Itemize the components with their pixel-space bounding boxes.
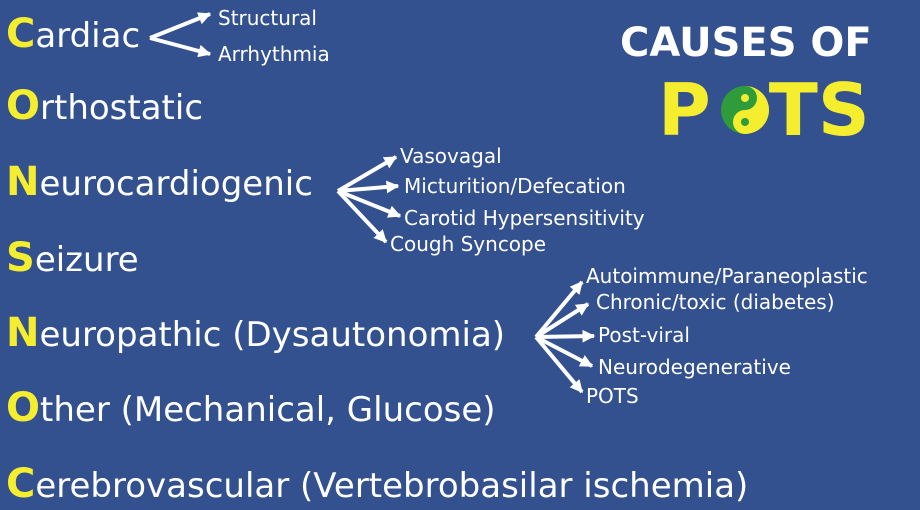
cause-text: rthostatic	[40, 88, 204, 128]
sub-post-viral: Post-viral	[598, 323, 690, 347]
arrow-vasovagal	[336, 155, 398, 193]
cause-initial: O	[6, 385, 41, 431]
cause-text: europathic (Dysautonomia)	[39, 315, 506, 355]
cause-initial: O	[6, 83, 41, 129]
cause-cerebrovascular: Cerebrovascular (Vertebrobasilar ischemi…	[6, 464, 748, 506]
cause-text: eurocardiogenic	[39, 164, 313, 204]
arrow-postviral	[535, 329, 596, 343]
cause-text: ardiac	[35, 16, 141, 56]
arrow-structural	[149, 12, 212, 40]
sub-autoimmune: Autoimmune/Paraneoplastic	[586, 264, 868, 288]
cause-initial: C	[6, 461, 36, 507]
sub-chronic-toxic: Chronic/toxic (diabetes)	[596, 290, 835, 314]
yin-yang-icon	[721, 86, 769, 134]
sub-neurodegenerative: Neurodegenerative	[598, 355, 791, 379]
cause-text: ther (Mechanical, Glucose)	[40, 390, 496, 430]
arrow-autoimmune	[534, 280, 584, 339]
arrow-carotid	[337, 189, 402, 218]
sub-micturition: Micturition/Defecation	[404, 174, 626, 198]
sub-structural: Structural	[218, 6, 317, 30]
cause-text: eizure	[34, 240, 139, 280]
sub-arrhythmia: Arrhythmia	[218, 42, 330, 66]
cause-initial: S	[6, 235, 35, 281]
cause-neuropathic: Neuropathic (Dysautonomia)	[6, 313, 505, 355]
cause-initial: N	[6, 159, 40, 205]
arrow-cough	[336, 189, 388, 244]
title-letters-ts: TS	[768, 68, 870, 152]
sub-carotid: Carotid Hypersensitivity	[404, 206, 645, 230]
arrow-neurodegenerative	[535, 335, 594, 368]
arrow-micturition	[337, 180, 400, 194]
sub-pots: POTS	[586, 384, 639, 408]
sub-cough-syncope: Cough Syncope	[390, 232, 547, 256]
cause-initial: N	[6, 310, 40, 356]
sub-vasovagal: Vasovagal	[400, 144, 502, 168]
cause-cardiac: Cardiac	[6, 14, 140, 56]
cause-other: Other (Mechanical, Glucose)	[6, 388, 496, 430]
cause-neurocardiogenic: Neurocardiogenic	[6, 162, 313, 204]
cause-seizure: Seizure	[6, 238, 139, 280]
cause-initial: C	[6, 11, 36, 57]
cause-text: erebrovascular (Vertebrobasilar ischemia…	[35, 466, 749, 506]
arrow-arrhythmia	[149, 36, 212, 58]
arrow-pots	[534, 335, 584, 394]
arrow-chronic	[534, 302, 590, 339]
title-line-1: CAUSES OF	[620, 20, 872, 66]
title-letter-p: P	[658, 68, 711, 152]
cause-orthostatic: Orthostatic	[6, 86, 203, 128]
title-line-2: P TS	[658, 70, 870, 150]
